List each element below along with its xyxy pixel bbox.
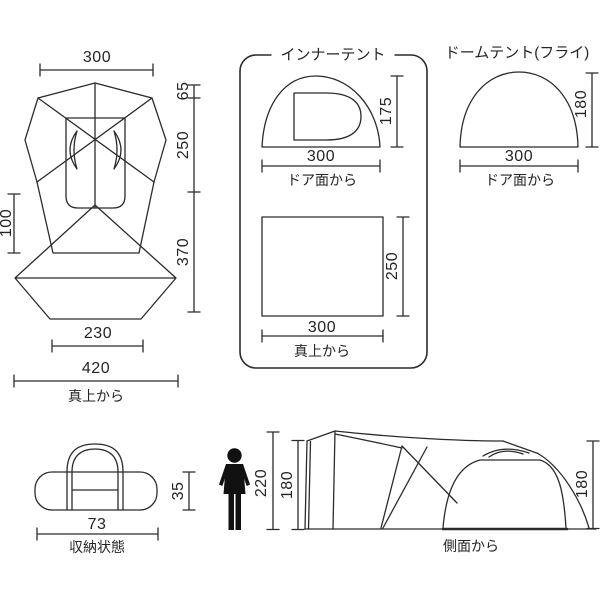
inner-tent-door-width-dim-label: 300 bbox=[306, 148, 336, 165]
top-view-250-dim-label: 250 bbox=[175, 130, 192, 160]
side-view-caption: 側面から bbox=[443, 538, 499, 554]
side-dome-outline bbox=[442, 459, 567, 529]
person-arm-left bbox=[219, 464, 229, 486]
top-view-vestibule-hexagon bbox=[14, 204, 177, 320]
storage-bag-handle bbox=[66, 443, 124, 473]
dim-line-230 bbox=[51, 339, 144, 353]
storage-caption: 収納状態 bbox=[69, 539, 125, 555]
inner-tent-175-dim-label: 175 bbox=[378, 96, 395, 126]
storage-bag-drawing bbox=[34, 443, 196, 541]
storage-73-dim-label: 73 bbox=[87, 516, 107, 533]
side-view-drawing bbox=[266, 430, 600, 531]
person-torso bbox=[223, 464, 246, 494]
dim-line-fly-180 bbox=[585, 72, 599, 148]
dome-fly-outline bbox=[459, 71, 579, 148]
dim-line-right-65-250-370 bbox=[187, 84, 201, 313]
side-dome-vent bbox=[482, 440, 539, 458]
person-silhouette bbox=[219, 448, 250, 530]
canopy-poles bbox=[380, 445, 458, 529]
inner-tent-floor-width-dim-label: 300 bbox=[307, 319, 337, 336]
top-view-pole-diagonals bbox=[36, 97, 155, 183]
inner-tent-250-dim-label: 250 bbox=[384, 251, 401, 281]
dim-line-inner-300-door bbox=[261, 159, 381, 173]
inner-tent-floor-rect bbox=[261, 216, 384, 317]
dome-fly-180-dim-label: 180 bbox=[573, 89, 590, 119]
side-view-180-left-dim-label: 180 bbox=[279, 470, 296, 500]
dim-line-inner-300-top bbox=[261, 329, 384, 343]
canopy-ridge bbox=[334, 430, 504, 449]
storage-bag-body bbox=[34, 471, 158, 511]
dome-fly-width-dim-label: 300 bbox=[504, 148, 534, 165]
dim-line-175 bbox=[390, 75, 404, 148]
inner-tent-dome-outline bbox=[261, 75, 381, 148]
side-view-180-right-dim-label: 180 bbox=[574, 469, 591, 499]
inner-tent-door-caption: ドア面から bbox=[287, 172, 357, 188]
person-head bbox=[227, 448, 242, 463]
person-arm-right bbox=[240, 464, 250, 486]
dome-fly-caption: ドア面から bbox=[485, 172, 555, 188]
dim-line-420 bbox=[13, 374, 179, 388]
dim-line-top-300 bbox=[39, 63, 154, 77]
top-view-65-dim-label: 65 bbox=[175, 81, 192, 101]
top-view-230-dim-label: 230 bbox=[83, 325, 113, 342]
storage-bag-straps bbox=[66, 471, 124, 511]
dim-line-220 bbox=[266, 431, 280, 531]
side-fly-right-skirt bbox=[537, 452, 590, 529]
dim-line-73 bbox=[36, 527, 159, 541]
canopy-left-wall bbox=[304, 430, 336, 530]
inner-tent-title: インナーテント bbox=[271, 47, 395, 63]
inner-tent-top-caption: 真上から bbox=[294, 343, 350, 359]
person-leg-left bbox=[228, 494, 234, 530]
dim-line-left-100 bbox=[7, 193, 21, 254]
top-view-outline bbox=[24, 82, 167, 254]
dome-fly-title: ドームテント(フライ) bbox=[444, 44, 590, 62]
storage-35-dim-label: 35 bbox=[170, 481, 187, 501]
person-leg-right bbox=[235, 494, 241, 530]
dome-fly-drawing bbox=[459, 71, 599, 173]
top-view-inner-floor bbox=[65, 117, 126, 209]
dim-line-fly-300 bbox=[459, 159, 579, 173]
top-view-door-arc-right bbox=[113, 130, 122, 170]
top-view-caption: 真上から bbox=[68, 388, 124, 404]
top-view-420-dim-label: 420 bbox=[81, 360, 111, 377]
inner-tent-door bbox=[293, 92, 362, 141]
side-view-220-dim-label: 220 bbox=[253, 468, 270, 498]
dim-line-250 bbox=[396, 216, 410, 317]
dim-line-35 bbox=[182, 471, 196, 511]
top-view-370-dim-label: 370 bbox=[175, 237, 192, 267]
top-view-drawing bbox=[7, 63, 201, 388]
dim-line-side-180-right bbox=[586, 440, 600, 530]
top-view-door-arc-left bbox=[69, 130, 78, 170]
top-view-100-dim-label: 100 bbox=[0, 208, 15, 238]
dim-line-side-180-left bbox=[291, 439, 305, 531]
top-view-width-dim-label: 300 bbox=[82, 49, 112, 66]
